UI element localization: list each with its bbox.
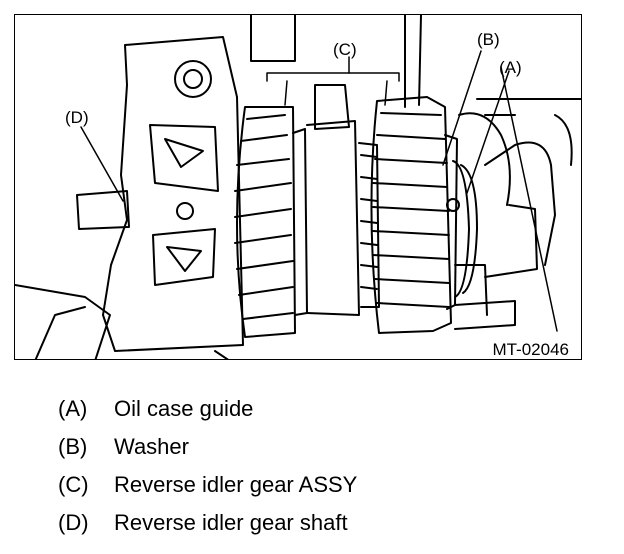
legend-letter: (D) [58,510,89,535]
gear-teeth-right [372,112,450,308]
callout-c: (C) [333,40,357,59]
reverse-idler-gear-assy [234,84,458,338]
case-rib [418,15,422,106]
washer [452,160,470,298]
gear-assembly-drawing: (C) (B) (A) (D) MT-02046 [15,15,581,359]
case-housing-right [454,114,573,330]
gear-teeth-left [234,114,294,320]
legend-text: Reverse idler gear shaft [114,510,348,535]
leader-lines [80,50,558,332]
callout-b: (B) [477,30,500,49]
legend-list: (A) Oil case guide (B) Washer (C) Revers… [58,390,357,542]
case-housing [15,36,244,359]
legend-item-a: (A) Oil case guide [58,390,357,428]
callout-a: (A) [499,58,522,77]
washer-edge [460,164,478,294]
legend-text: Reverse idler gear ASSY [114,472,358,497]
legend-item-d: (D) Reverse idler gear shaft [58,504,357,542]
oil-case-guide [446,98,581,212]
legend-letter: (C) [58,472,89,497]
legend-letter: (A) [58,396,88,421]
callout-d: (D) [65,108,89,127]
legend-item-b: (B) Washer [58,428,357,466]
case-rib-top [250,15,296,62]
synchro-teeth [360,154,378,290]
figure-code: MT-02046 [492,340,569,359]
legend-item-c: (C) Reverse idler gear ASSY [58,466,357,504]
diagram-figure: (C) (B) (A) (D) MT-02046 [14,14,582,360]
legend-text: Washer [114,434,189,459]
legend-text: Oil case guide [114,396,254,421]
legend-letter: (B) [58,434,88,459]
